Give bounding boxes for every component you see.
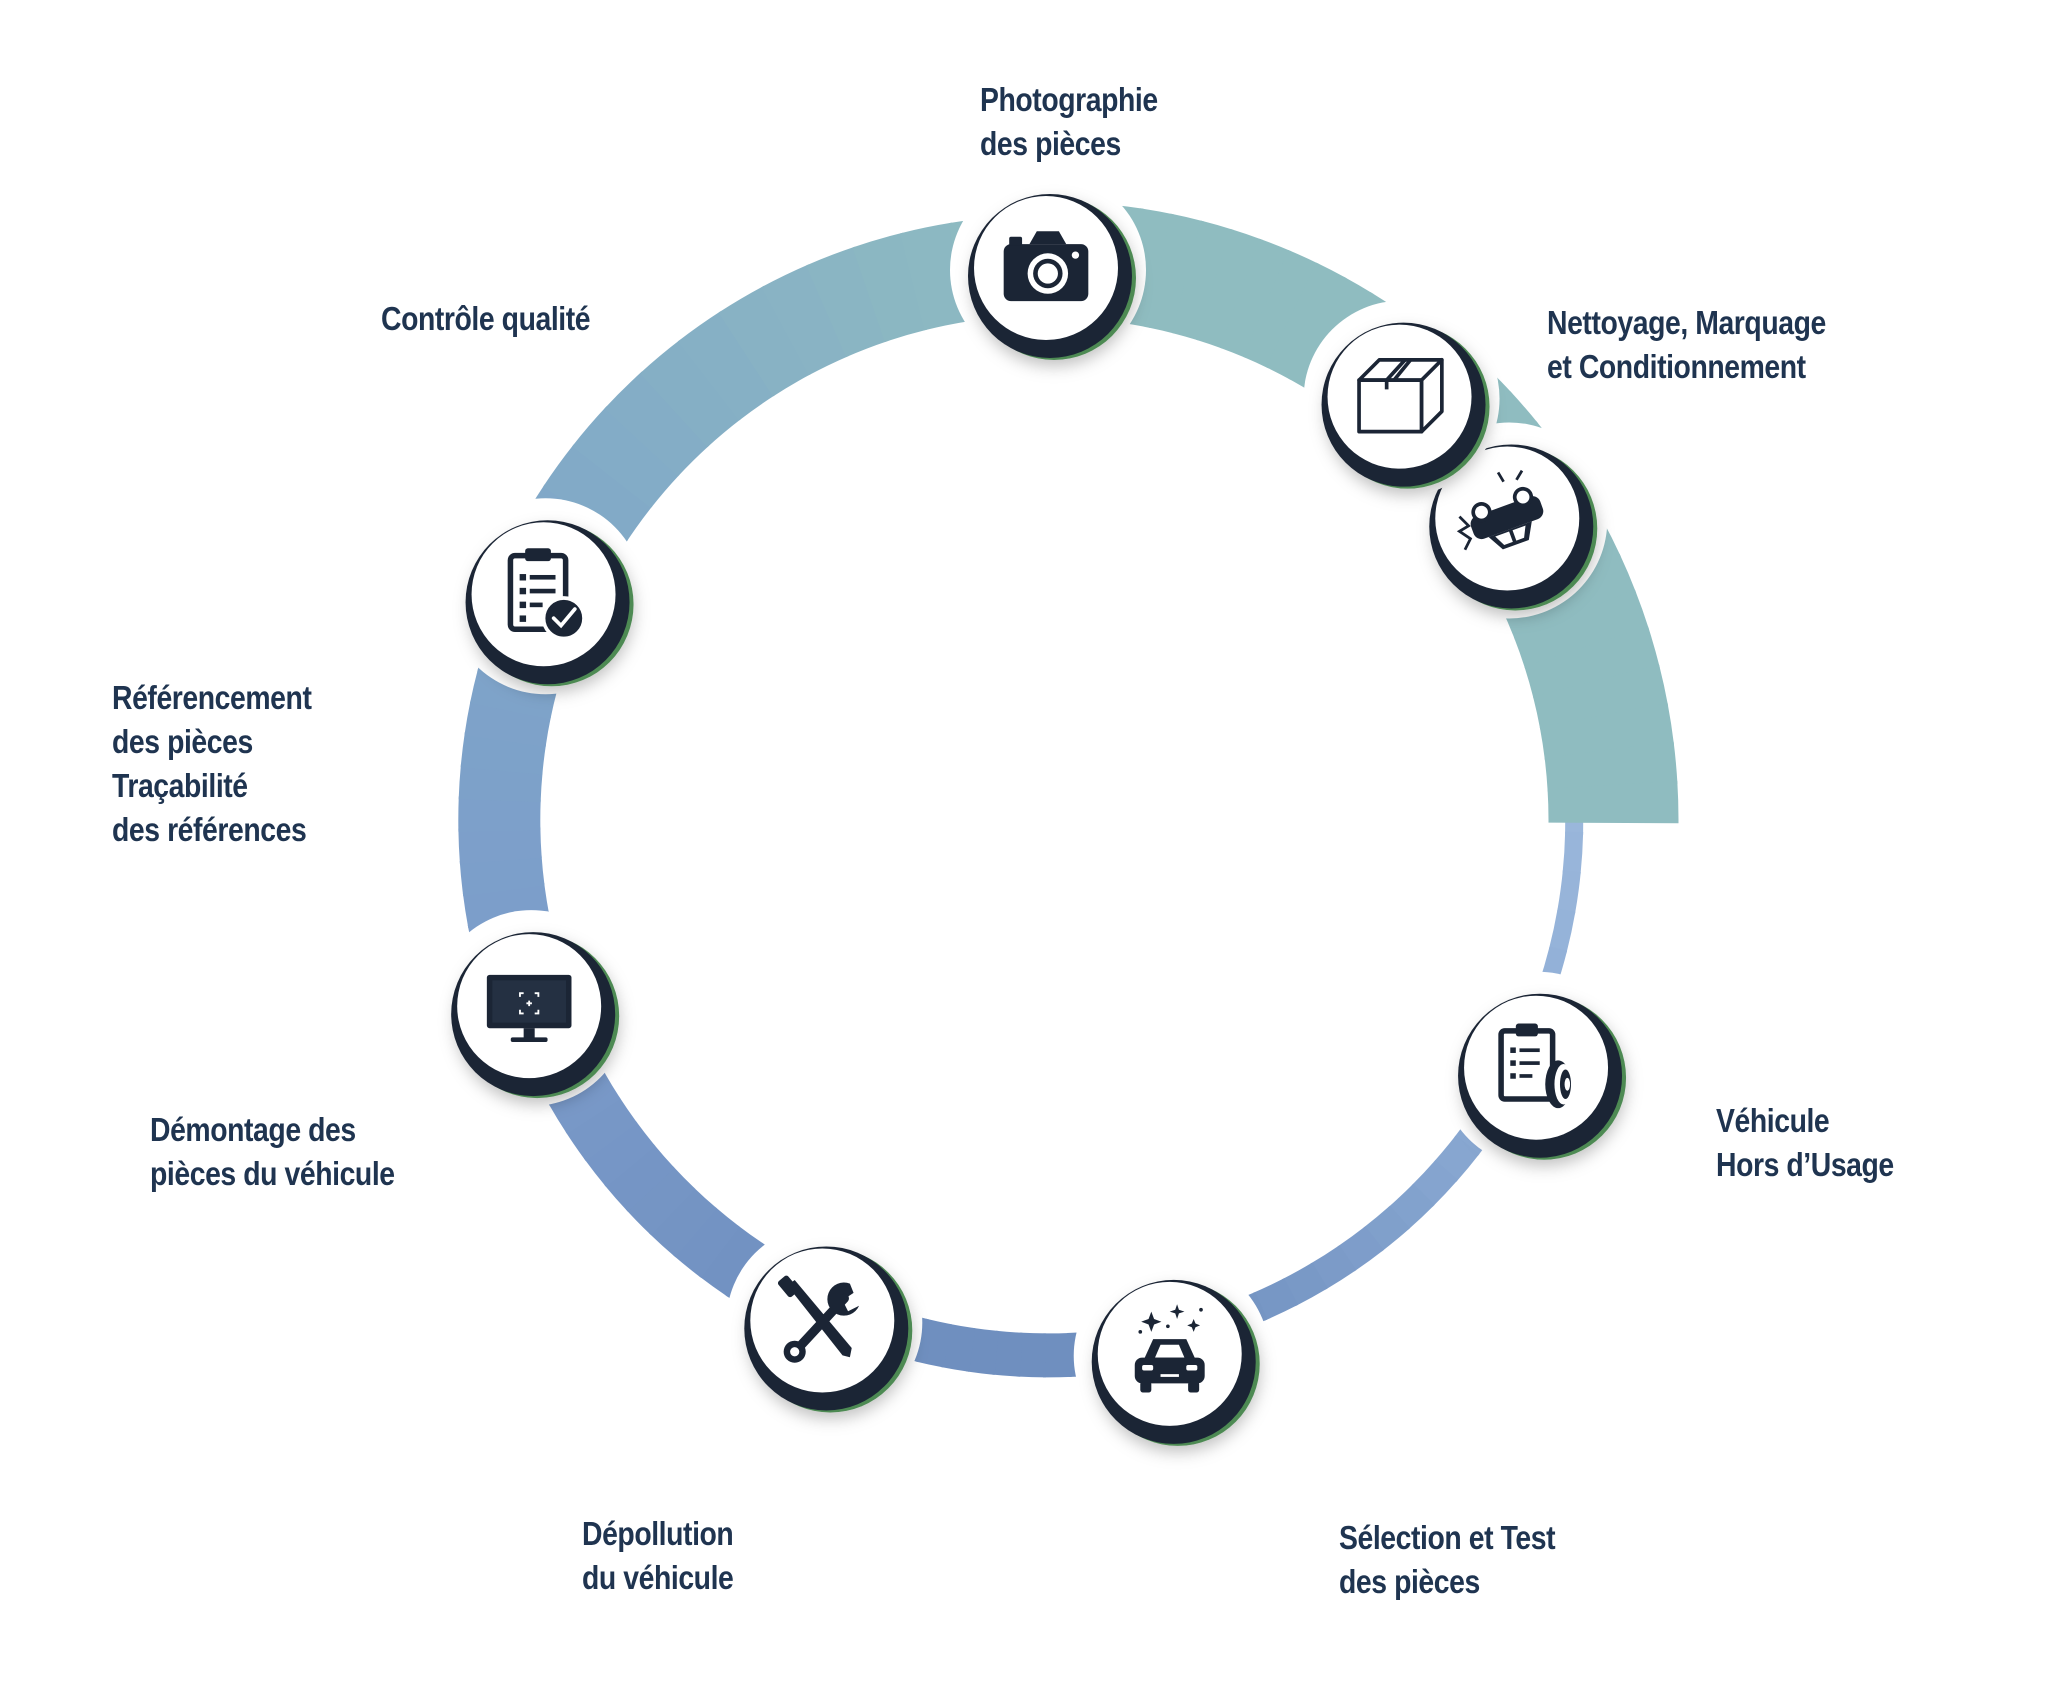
ring-segment	[1544, 741, 1678, 792]
step-label-line: pièces du véhicule	[150, 1155, 395, 1192]
monitor-scan-icon	[486, 974, 572, 1042]
ring-segment	[584, 1120, 656, 1188]
step-label-line: Nettoyage, Marquage	[1547, 304, 1826, 341]
ring-segment	[673, 1206, 740, 1278]
ring-segment	[572, 406, 680, 509]
ring-segment	[639, 339, 742, 448]
ring-segment	[1266, 262, 1347, 380]
ring-segment	[604, 371, 710, 477]
ring-segment	[1524, 626, 1660, 700]
cycle-nodes	[433, 172, 1637, 1454]
ring-segment	[900, 222, 968, 331]
ring-segment	[1172, 220, 1234, 341]
step-label-line: Véhicule	[1716, 1102, 1830, 1139]
step-label-controle: Contrôle qualité	[381, 297, 591, 341]
camera-icon	[1003, 231, 1089, 302]
step-label-line: Hors d’Usage	[1716, 1146, 1894, 1183]
ring-segment	[806, 246, 888, 358]
clipboard-tire-icon	[1498, 1023, 1573, 1109]
ring-segment	[718, 285, 812, 397]
ring-segment	[1252, 1278, 1299, 1321]
step-label-line: et Conditionnement	[1547, 348, 1806, 385]
ring-segment	[1196, 228, 1263, 349]
step-label-line: Démontage des	[150, 1111, 356, 1148]
step-label-line: des pièces	[1339, 1563, 1480, 1600]
ring-segment	[1017, 1332, 1047, 1378]
step-label-nettoyage: Nettoyage, Marquage et Conditionnement	[1547, 301, 1826, 389]
box-icon	[1357, 358, 1444, 434]
step-node-depollution	[1073, 1257, 1270, 1454]
ring-segment	[469, 668, 558, 720]
tools-icon	[777, 1275, 860, 1363]
step-node-demontage	[726, 1224, 923, 1421]
step-label-line: Référencement	[112, 679, 312, 716]
step-label-line: Dépollution	[582, 1515, 734, 1552]
ring-segment	[1533, 664, 1669, 730]
ring-segment	[604, 1144, 675, 1212]
ring-segment	[1562, 831, 1584, 875]
step-node-photographie	[950, 172, 1146, 368]
ring-segment	[1513, 589, 1650, 670]
step-node-selection	[1440, 971, 1637, 1168]
ring-segment	[1042, 1332, 1072, 1378]
step-label-line: Photographie	[980, 81, 1158, 118]
ring-segment	[1547, 780, 1679, 824]
ring-segment	[1219, 238, 1292, 358]
ring-segment	[1243, 249, 1320, 369]
ring-segment	[648, 1187, 718, 1258]
ring-segment	[458, 796, 541, 832]
checklist-icon	[507, 548, 586, 641]
step-label-line: Traçabilité	[112, 767, 248, 804]
ring-segment	[1147, 213, 1204, 334]
ring-segment	[625, 1166, 696, 1236]
step-label-line: des pièces	[112, 723, 253, 760]
step-label-selection: Sélection et Test des pièces	[1339, 1516, 1556, 1604]
overturned-car-icon	[1456, 469, 1544, 551]
step-node-referencement	[433, 910, 630, 1107]
ring-segment	[458, 827, 542, 865]
ring-segment	[991, 1330, 1023, 1377]
step-node-nettoyage	[1303, 300, 1500, 497]
ring-segment	[543, 443, 653, 542]
ring-segment	[677, 310, 776, 421]
ring-segment	[1548, 908, 1576, 954]
ring-segment	[1557, 870, 1581, 915]
step-label-demontage: Démontage des pièces du véhicule	[150, 1108, 395, 1196]
ring-segment	[698, 1225, 764, 1297]
step-label-line: Contrôle qualité	[381, 300, 591, 337]
step-label-line: Sélection et Test	[1339, 1519, 1556, 1556]
step-label-line: des pièces	[980, 125, 1121, 162]
step-label-photographie: Photographie des pièces	[980, 78, 1158, 166]
ring-segment	[761, 264, 849, 376]
ring-segment	[464, 700, 551, 747]
step-label-line: des références	[112, 811, 307, 848]
step-node-controle	[447, 498, 644, 695]
ring-segment	[548, 1071, 621, 1135]
ring-segment	[565, 1096, 638, 1162]
clean-car-icon	[1134, 1304, 1205, 1393]
step-label-line: du véhicule	[582, 1559, 734, 1596]
ring-segment	[1281, 1262, 1328, 1307]
ring-segment	[458, 764, 543, 803]
step-label-depollution: Dépollution du véhicule	[582, 1512, 734, 1600]
ring-segment	[966, 1327, 999, 1375]
ring-segment	[459, 855, 545, 897]
